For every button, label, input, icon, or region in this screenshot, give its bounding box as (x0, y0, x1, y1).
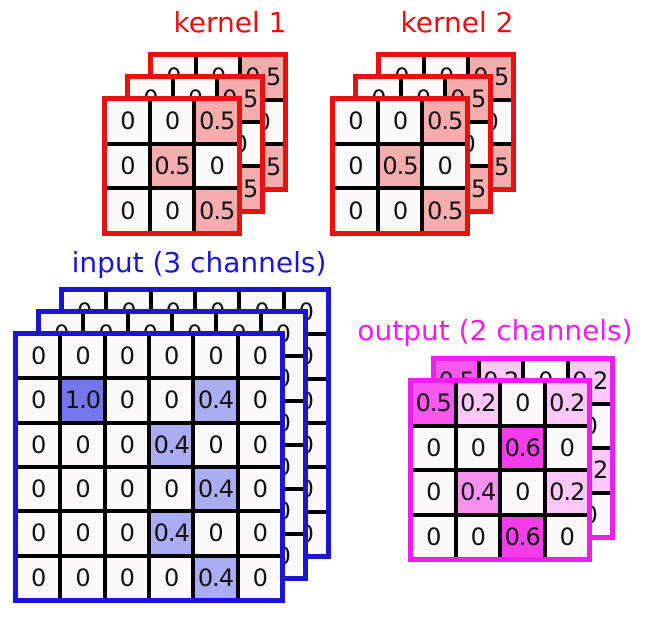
matrix-cell: 0 (18, 380, 59, 421)
matrix-cell: 0 (546, 427, 587, 468)
matrix-cell: 0 (106, 424, 147, 465)
matrix-cell: 0 (195, 424, 236, 465)
matrix-cell: 0 (106, 468, 147, 510)
matrix-cell: 0 (457, 516, 498, 557)
matrix-cell: 0 (335, 101, 376, 142)
matrix-cell: 0 (106, 336, 147, 377)
matrix-cell: 0 (151, 101, 193, 142)
matrix-cell: 0 (106, 513, 147, 554)
matrix-cell: 0 (18, 557, 59, 598)
matrix-cell: 0.5 (196, 190, 237, 231)
matrix-cell: 0.2 (546, 472, 587, 513)
matrix-cell: 0 (18, 468, 59, 510)
matrix-cell: 0.4 (150, 513, 192, 554)
matrix-cell: 0 (546, 516, 587, 557)
matrix-cell: 0 (62, 557, 103, 598)
matrix-cell: 0 (18, 336, 59, 377)
matrix-cell: 0 (239, 336, 280, 377)
matrix-cell: 0 (18, 513, 59, 554)
matrix-cell: 0.4 (150, 424, 192, 465)
matrix-cell: 0 (239, 557, 280, 598)
matrix-cell: 0 (107, 190, 148, 231)
matrix-cell: 0.5 (196, 101, 237, 142)
matrix-cell: 0 (62, 513, 103, 554)
matrix-cell: 0.5 (424, 190, 465, 231)
matrix-cell: 0 (502, 472, 543, 513)
matrix-cell: 0 (457, 427, 498, 468)
input-title: input (3 channels) (71, 246, 327, 279)
matrix-cell: 0 (150, 336, 192, 377)
matrix-cell: 0 (239, 468, 280, 510)
matrix-cell: 0 (195, 336, 236, 377)
matrix-cell: 0 (502, 383, 543, 424)
matrix-cell: 0 (106, 557, 147, 598)
matrix-cell: 0.5 (151, 145, 193, 187)
kernel2-title: kernel 2 (400, 6, 514, 39)
matrix-cell: 0.6 (502, 427, 543, 468)
matrix-cell: 0 (335, 190, 376, 231)
kernel1-title: kernel 1 (173, 6, 287, 39)
matrix-cell: 0 (18, 424, 59, 465)
matrix-cell: 0.4 (195, 557, 236, 598)
matrix-cell: 0 (195, 513, 236, 554)
matrix-cell: 0 (379, 190, 421, 231)
matrix-cell: 0 (106, 380, 147, 421)
output-stack: 0.50.200.2000.6000.400.2000.600.50.200.2… (408, 356, 615, 562)
matrix-cell: 0 (239, 513, 280, 554)
matrix-cell: 0.4 (457, 472, 498, 513)
matrix-cell: 0.2 (546, 383, 587, 424)
matrix-cell: 0.5 (424, 101, 465, 142)
matrix-cell: 0.5 (379, 145, 421, 187)
matrix-cell: 0 (379, 101, 421, 142)
matrix-cell: 0 (150, 380, 192, 421)
matrix-cell: 0 (150, 468, 192, 510)
matrix-cell: 0 (424, 145, 465, 187)
matrix-cell: 0 (151, 190, 193, 231)
matrix-cell: 0 (150, 557, 192, 598)
kernel2-stack: 000.500.50000.5000.500.50000.5000.500.50… (330, 52, 516, 236)
matrix-cell: 1.0 (62, 380, 103, 421)
matrix-cell: 0 (107, 145, 148, 187)
matrix-cell: 0.5 (413, 383, 454, 424)
matrix-cell: 0 (413, 516, 454, 557)
matrix-cell: 0 (107, 101, 148, 142)
matrix-cell: 0 (413, 472, 454, 513)
matrix-cell: 0 (413, 427, 454, 468)
matrix-cell: 0.4 (195, 468, 236, 510)
matrix-cell: 0 (239, 380, 280, 421)
matrix-cell: 0 (335, 145, 376, 187)
kernel1-stack: 000.500.50000.5000.500.50000.5000.500.50… (102, 52, 288, 236)
matrix-cell: 0 (62, 424, 103, 465)
matrix-cell: 0.4 (195, 380, 236, 421)
matrix-cell: 0 (239, 424, 280, 465)
matrix-cell: 0 (62, 468, 103, 510)
matrix-cell: 0 (196, 145, 237, 187)
matrix-cell: 0.2 (457, 383, 498, 424)
matrix-cell: 0 (62, 336, 103, 377)
output-title: output (2 channels) (357, 314, 633, 347)
matrix-cell: 0.6 (502, 516, 543, 557)
